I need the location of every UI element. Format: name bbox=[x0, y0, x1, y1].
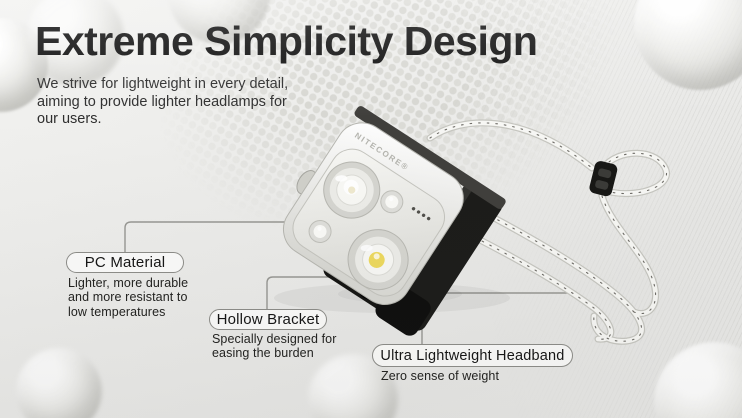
headlamp-lens-aux bbox=[308, 219, 332, 243]
connector-hollow-bracket bbox=[266, 276, 430, 310]
callout-label-headband: Ultra Lightweight Headband bbox=[372, 344, 573, 367]
cord-adjuster bbox=[589, 161, 618, 197]
page-subtitle: We strive for lightweight in every detai… bbox=[37, 76, 289, 128]
headlamp-lens-secondary bbox=[347, 229, 409, 291]
callout-label-text: PC Material bbox=[84, 254, 166, 271]
callout-description-hollow-bracket: Specially designed for easing the burden bbox=[212, 332, 337, 361]
battery-indicator-dots bbox=[411, 207, 431, 221]
headlamp: NITECORE® bbox=[282, 106, 506, 336]
headlamp-lens-aux bbox=[380, 190, 404, 214]
callout-description-pc-material: Lighter, more durable and more resistant… bbox=[68, 276, 189, 319]
callout-label-hollow-bracket: Hollow Bracket bbox=[209, 309, 327, 330]
headlamp-lens-primary bbox=[323, 161, 381, 219]
connector-pc-material bbox=[124, 221, 320, 253]
page-title: Extreme Simplicity Design bbox=[35, 18, 538, 64]
headlamp-bracket bbox=[386, 181, 503, 331]
callout-description-headband: Zero sense of weight bbox=[381, 369, 500, 383]
callout-label-text: Ultra Lightweight Headband bbox=[380, 347, 565, 364]
callout-label-pc-material: PC Material bbox=[66, 252, 184, 273]
callout-label-text: Hollow Bracket bbox=[216, 311, 320, 328]
